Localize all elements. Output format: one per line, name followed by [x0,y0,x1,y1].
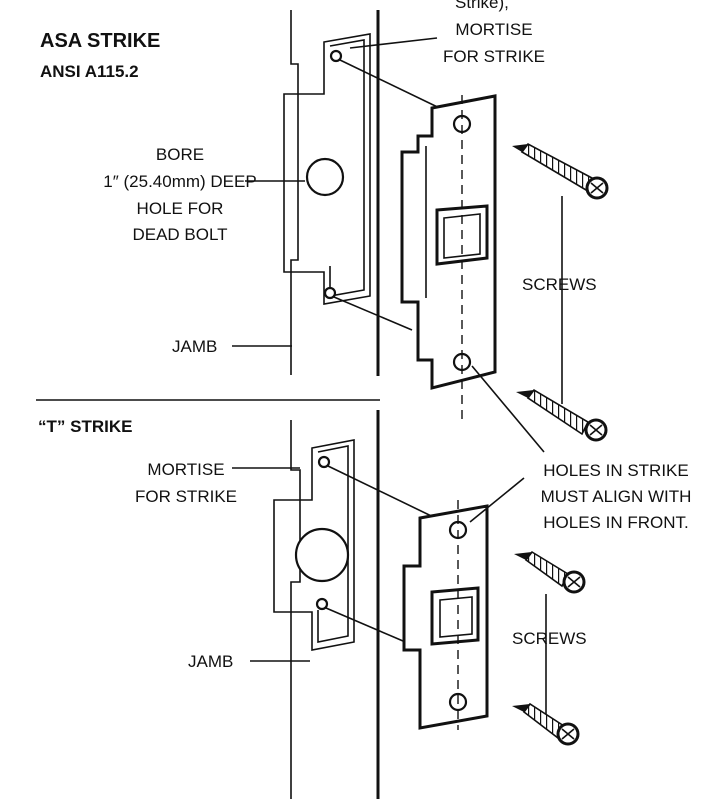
mortise-icon [283,33,371,305]
t-jamb-label: JAMB [188,652,233,671]
strike-plate-icon [400,94,497,390]
bore-label-line4: DEAD BOLT [132,225,227,244]
asa-screws-label: SCREWS [522,275,597,294]
t-mortise-label-line1: MORTISE [147,460,224,479]
holes-label-line1: HOLES IN STRIKE [543,461,688,480]
strike-plate-icon [402,504,489,730]
asa-strike-subtitle: ANSI A115.2 [40,62,139,81]
asa-strike-title: ASA STRIKE [40,30,160,52]
screw-icon [516,388,608,442]
screw-icon [512,142,609,200]
bore-label-line3: HOLE FOR [137,199,224,218]
asa-jamb-label: JAMB [172,337,217,356]
mortise-icon [273,439,355,651]
asa-strike-section: ASA STRIKE ANSI A115.2 [40,10,609,453]
screw-icon [514,550,586,594]
top-fragment-text: Strike), [455,0,509,12]
asa-mortise-label-line2: FOR STRIKE [443,47,545,66]
asa-mortise-label-line1: MORTISE [455,20,532,39]
bore-label-line1: BORE [156,145,204,164]
jamb-lines-bottom [290,410,380,799]
t-screws-label: SCREWS [512,629,587,648]
bore-label-line2: 1″ (25.40mm) DEEP [103,172,256,191]
screw-icon [512,702,580,746]
t-strike-title: “T” STRIKE [38,417,132,436]
t-strike-section: “T” STRIKE [38,410,691,799]
holes-label-line3: HOLES IN FRONT. [543,513,688,532]
holes-label-line2: MUST ALIGN WITH [541,487,692,506]
t-mortise-label-line2: FOR STRIKE [135,487,237,506]
